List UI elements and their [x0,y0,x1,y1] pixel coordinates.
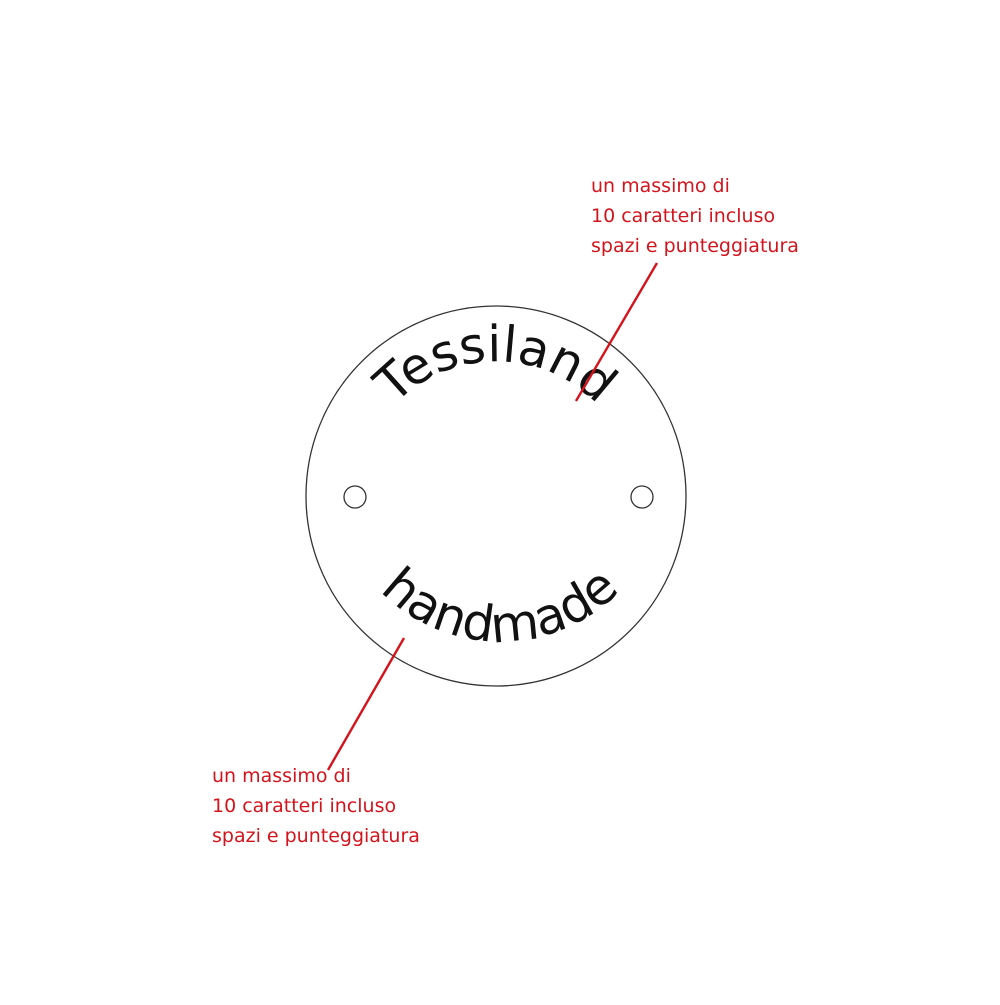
top-leader-line [574,262,659,402]
bottom-annotation-line-2: 10 caratteri incluso [212,795,397,817]
top-annotation: un massimo di 10 caratteri incluso spazi… [591,171,799,261]
top-annotation-line-1: un massimo di [591,175,730,197]
right-hole [630,485,654,509]
tag-outline [305,305,687,687]
left-hole [343,485,367,509]
top-annotation-line-3: spazi e punteggiatura [591,235,799,257]
bottom-annotation: un massimo di 10 caratteri incluso spazi… [212,761,420,851]
bottom-annotation-line-3: spazi e punteggiatura [212,825,420,847]
bottom-annotation-line-1: un massimo di [212,765,351,787]
top-annotation-line-2: 10 caratteri incluso [591,205,776,227]
bottom-leader-line [326,637,406,771]
